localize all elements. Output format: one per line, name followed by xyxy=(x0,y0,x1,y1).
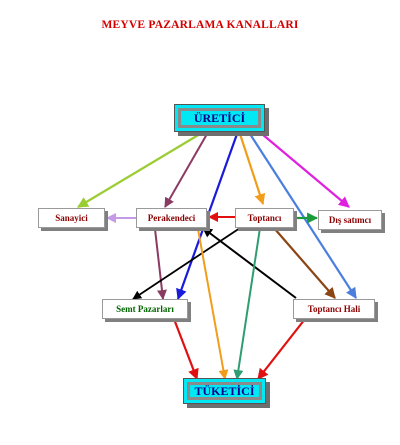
diagram-title: MEYVE PAZARLAMA KANALLARI xyxy=(101,19,299,31)
arrow-toptanci-tuketici xyxy=(233,227,261,380)
arrow-perakendeci-semt-pazarlari xyxy=(154,228,167,300)
node-perakendeci: Perakendeci xyxy=(136,208,207,228)
arrow-uretici-sanayici xyxy=(77,133,201,208)
node-toptanci-hali: Toptancı Hali xyxy=(293,299,375,319)
arrow-toptanci-semt-pazarlari xyxy=(132,227,241,300)
node-dis-satimci: Dış satımcı xyxy=(318,210,382,230)
node-tuketici-label: TÜKETİCİ xyxy=(194,383,255,398)
node-semt-pazarlari: Semt Pazarları xyxy=(102,299,188,319)
arrow-semt-pazarlari-tuketici xyxy=(172,318,199,381)
arrow-uretici-perakendeci xyxy=(164,133,208,208)
node-toptanci-label: Toptancı xyxy=(247,213,282,223)
arrow-uretici-toptanci-hali xyxy=(249,133,357,299)
node-perakendeci-label: Perakendeci xyxy=(147,213,196,223)
arrow-uretici-dis-satimci xyxy=(261,133,350,208)
node-semt-pazarlari-label: Semt Pazarları xyxy=(116,304,174,314)
node-dis-satimci-label: Dış satımcı xyxy=(328,215,372,225)
arrow-perakendeci-tuketici xyxy=(197,228,229,380)
node-sanayici: Sanayici xyxy=(38,208,105,228)
arrow-toptanci-toptanci-hali xyxy=(273,227,336,299)
node-toptanci: Toptancı xyxy=(235,208,294,228)
node-tuketici: TÜKETİCİ xyxy=(183,378,266,404)
arrow-toptanci-hali-tuketici xyxy=(257,318,306,380)
node-toptanci-hali-label: Toptancı Hali xyxy=(307,304,361,314)
node-uretici-label: ÜRETİCİ xyxy=(193,110,246,125)
arrow-uretici-semt-pazarlari xyxy=(176,133,239,301)
arrow-toptanci-hali-perakendeci xyxy=(202,227,297,299)
arrow-uretici-toptanci xyxy=(238,133,266,206)
node-uretici: ÜRETİCİ xyxy=(174,104,265,132)
node-sanayici-label: Sanayici xyxy=(55,213,88,223)
